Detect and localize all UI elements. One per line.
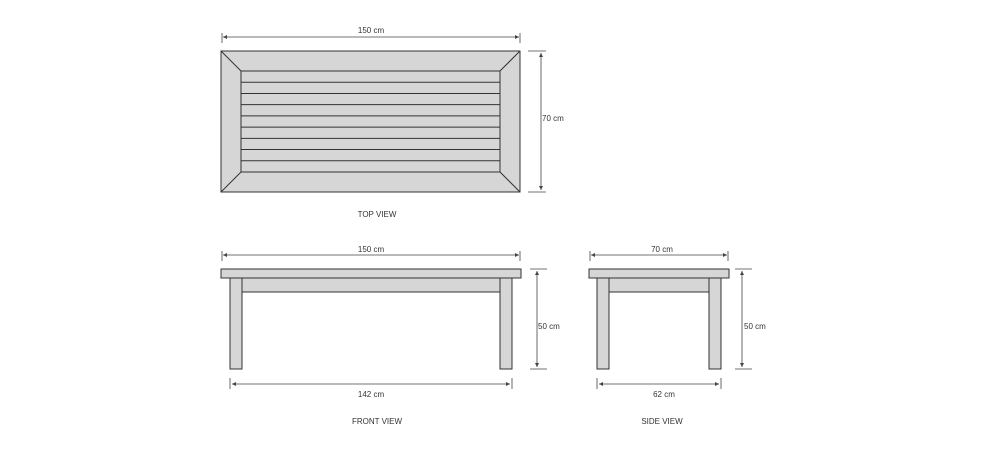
side-view-caption: SIDE VIEW	[641, 417, 683, 426]
side-view-tabletop	[588, 268, 730, 279]
side-view-leg-span-label: 62 cm	[653, 390, 675, 399]
front-view-height-label: 50 cm	[538, 322, 560, 331]
front-view-tabletop	[220, 268, 522, 279]
top-view-miter-top-left	[220, 50, 242, 72]
side-view-height-label: 50 cm	[744, 322, 766, 331]
top-view: 150 cm 70 cm TOP VIEW	[220, 26, 564, 219]
front-view-width-label: 150 cm	[358, 245, 385, 254]
top-view-miter-bottom-left	[220, 171, 242, 193]
top-view-caption: TOP VIEW	[358, 210, 397, 219]
side-view-apron	[608, 277, 710, 293]
top-view-slat-panel	[240, 70, 501, 173]
front-view-leg-right	[499, 277, 513, 370]
side-view-leg-right	[708, 277, 722, 370]
top-view-width-label: 150 cm	[358, 26, 385, 35]
front-view-apron	[241, 277, 501, 293]
front-view-caption: FRONT VIEW	[352, 417, 403, 426]
top-view-miter-top-right	[499, 50, 521, 72]
front-view-leg-span-label: 142 cm	[358, 390, 385, 399]
front-view: 150 cm 50 cm 142 cm FRONT VIEW	[220, 245, 560, 426]
top-view-depth-label: 70 cm	[542, 114, 564, 123]
top-view-slats	[241, 81, 500, 162]
front-view-leg-left	[229, 277, 243, 370]
side-view-leg-left	[596, 277, 610, 370]
side-view-width-label: 70 cm	[651, 245, 673, 254]
side-view: 70 cm 50 cm 62 cm SIDE VIEW	[588, 245, 766, 426]
top-view-miter-bottom-right	[499, 171, 521, 193]
